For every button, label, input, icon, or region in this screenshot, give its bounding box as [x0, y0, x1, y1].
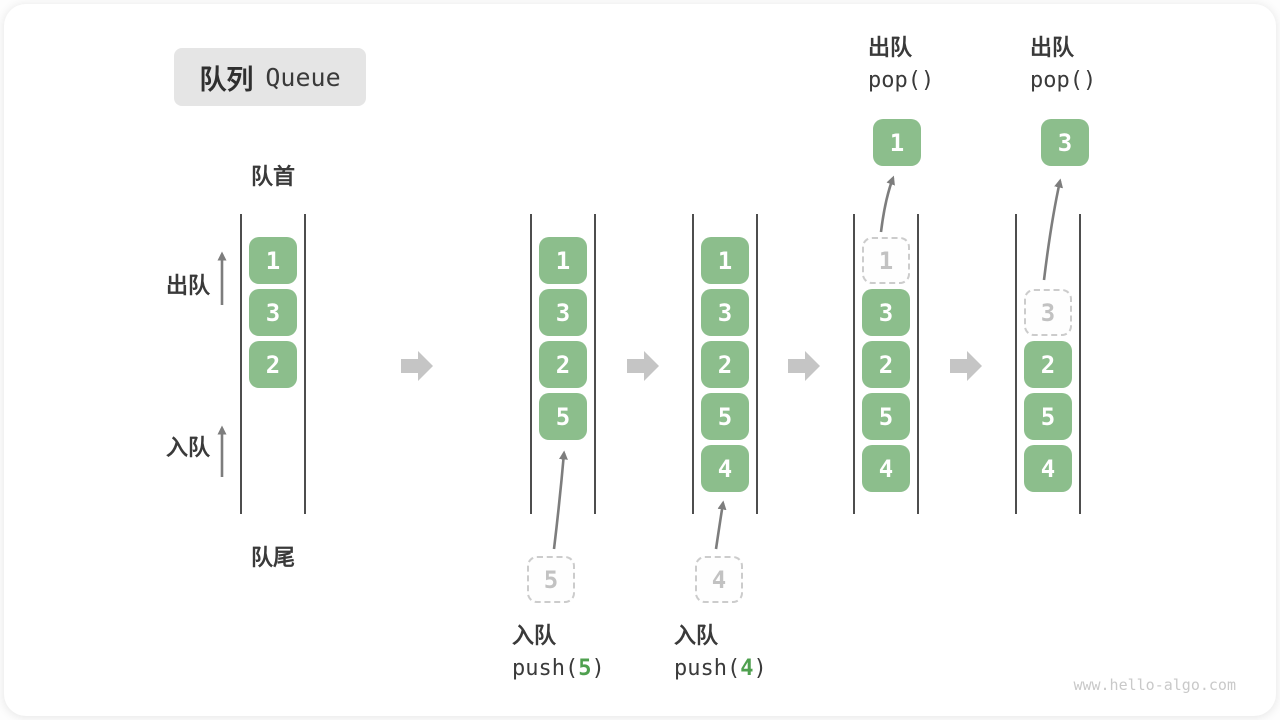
queue-wall — [853, 214, 855, 514]
enqueue-side-label: 入队 — [165, 435, 210, 460]
incoming-element-5: 5 — [527, 556, 575, 603]
title-box: 队列 Queue — [174, 48, 366, 106]
transition-arrow-4 — [950, 351, 982, 381]
queue-state-after-push-4: 1 3 2 5 4 — [692, 214, 758, 514]
queue-wall — [917, 214, 919, 514]
queue-state-initial: 1 3 2 — [240, 214, 306, 514]
op-caption-zh: 出队 — [868, 35, 913, 60]
queue-slot-3: 3 — [862, 289, 910, 336]
queue-slot-3: 3 — [249, 289, 297, 336]
queue-slot-2: 2 — [862, 341, 910, 388]
popped-element-1: 1 — [873, 119, 921, 166]
queue-wall — [594, 214, 596, 514]
queue-slot-2: 2 — [1024, 341, 1072, 388]
queue-wall — [1079, 214, 1081, 514]
op-caption-code: pop() — [868, 68, 935, 93]
op-caption-zh: 出队 — [1030, 35, 1075, 60]
dequeue-side-label: 出队 — [165, 273, 210, 298]
title-en: Queue — [265, 62, 341, 92]
code-post: ) — [753, 656, 767, 681]
queue-slot-1: 1 — [701, 237, 749, 284]
queue-front-label: 队首 — [250, 164, 295, 189]
watermark: www.hello-algo.com — [1073, 676, 1236, 694]
op-caption-pop-1: 出队 pop() — [868, 32, 934, 98]
queue-rear-label: 队尾 — [250, 545, 295, 570]
queue-state-after-pop-3: 3 2 5 4 — [1015, 214, 1081, 514]
queue-slot-4: 4 — [701, 445, 749, 492]
queue-slot-4: 4 — [1024, 445, 1072, 492]
queue-slot-2: 2 — [701, 341, 749, 388]
queue-wall — [304, 214, 306, 514]
code-arg: 5 — [578, 656, 592, 681]
queue-slot-1: 1 — [249, 237, 297, 284]
queue-wall — [240, 214, 242, 514]
queue-slot-5: 5 — [1024, 393, 1072, 440]
arrows-overlay — [217, 175, 1064, 550]
queue-wall — [1015, 214, 1017, 514]
queue-state-after-push-5: 1 3 2 5 — [530, 214, 596, 514]
queue-slot-3: 3 — [701, 289, 749, 336]
op-caption-zh: 入队 — [512, 623, 557, 648]
incoming-element-4: 4 — [695, 556, 743, 603]
queue-slot-ghost-3: 3 — [1024, 289, 1072, 336]
op-caption-push-4: 入队 push(4) — [674, 620, 767, 686]
op-caption-push-5: 入队 push(5) — [512, 620, 605, 686]
queue-slot-1: 1 — [539, 237, 587, 284]
queue-slot-2: 2 — [249, 341, 297, 388]
title-zh: 队列 — [199, 64, 254, 95]
diagram-card: 队列 Queue 队首 队尾 出队 入队 1 3 2 1 3 2 5 1 3 2 5 4 1 3 2 5… — [4, 4, 1276, 716]
queue-slot-5: 5 — [862, 393, 910, 440]
queue-slot-5: 5 — [539, 393, 587, 440]
queue-slot-5: 5 — [701, 393, 749, 440]
op-caption-code: push(5) — [512, 652, 605, 686]
queue-slot-4: 4 — [862, 445, 910, 492]
queue-slot-ghost-1: 1 — [862, 237, 910, 284]
code-post: ) — [591, 656, 605, 681]
op-caption-code: pop() — [1030, 68, 1097, 93]
queue-wall — [530, 214, 532, 514]
queue-slot-3: 3 — [539, 289, 587, 336]
queue-wall — [756, 214, 758, 514]
queue-wall — [692, 214, 694, 514]
op-caption-code: push(4) — [674, 652, 767, 686]
op-caption-zh: 入队 — [674, 623, 719, 648]
transition-arrow-1 — [401, 351, 433, 381]
code-pre: push( — [512, 656, 579, 681]
transition-arrow-2 — [627, 351, 659, 381]
transition-arrow-3 — [788, 351, 820, 381]
queue-slot-2: 2 — [539, 341, 587, 388]
code-pre: push( — [674, 656, 741, 681]
op-caption-pop-3: 出队 pop() — [1030, 32, 1096, 98]
code-arg: 4 — [740, 656, 754, 681]
popped-element-3: 3 — [1041, 119, 1089, 166]
queue-state-after-pop-1: 1 3 2 5 4 — [853, 214, 919, 514]
